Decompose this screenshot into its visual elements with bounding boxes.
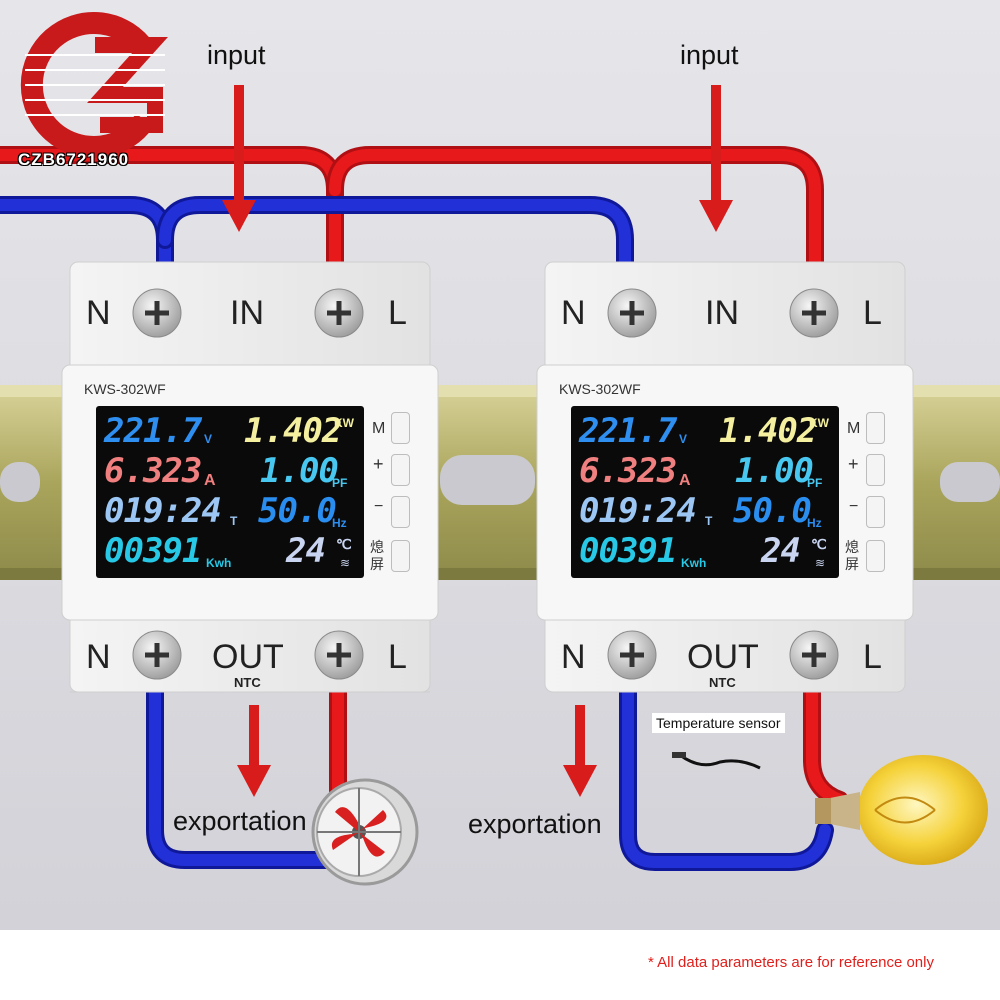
temperature-value: 24 (761, 531, 801, 571)
energy-meter-right: N IN L KWS-302WF 221.7 V 1.402 KW 6.323 … (545, 262, 905, 692)
terminal-n-top: N (561, 294, 586, 332)
minus-button-label: − (374, 498, 384, 515)
power-value: 1.402 (244, 411, 342, 451)
pf-value: 1.00 (735, 451, 814, 491)
screen-off-button[interactable] (866, 540, 885, 572)
pf-unit: PF (807, 476, 823, 490)
power-value: 1.402 (719, 411, 817, 451)
terminal-ntc: NTC (234, 675, 261, 690)
flow-arrows (222, 85, 733, 797)
m-button[interactable] (866, 412, 885, 444)
temperature-value: 24 (286, 531, 326, 571)
input-label-left: input (207, 40, 266, 70)
energy-value: 00391 (579, 531, 677, 571)
reference-footnote: * All data parameters are for reference … (648, 954, 934, 971)
time-value: 019:24 (104, 491, 222, 531)
terminal-in: IN (705, 294, 739, 332)
lcd-display: 221.7 V 1.402 KW 6.323 A 1.00 PF 019:24 … (96, 406, 364, 578)
minus-button[interactable] (391, 496, 410, 528)
exportation-label-right: exportation (468, 809, 602, 839)
plus-button-label: + (373, 454, 384, 474)
power-unit: KW (334, 416, 354, 430)
energy-unit: Kwh (206, 556, 232, 570)
power-unit: KW (809, 416, 829, 430)
current-value: 6.323 (104, 451, 202, 491)
screen-off-label-bottom: 屏 (370, 556, 384, 572)
terminal-in: IN (230, 294, 264, 332)
temperature-unit: ℃ (811, 536, 827, 552)
temperature-sensor-label: Temperature sensor (652, 713, 785, 733)
input-label-right: input (680, 40, 739, 70)
energy-unit: Kwh (681, 556, 707, 570)
wires (0, 146, 849, 871)
frequency-unit: Hz (807, 516, 822, 530)
current-unit: A (679, 472, 691, 489)
screen-off-button[interactable] (391, 540, 410, 572)
voltage-value: 221.7 (104, 411, 202, 451)
plus-button[interactable] (866, 454, 885, 486)
terminal-n-bottom: N (561, 638, 586, 676)
time-unit: T (230, 514, 238, 528)
minus-button-label: − (849, 498, 859, 515)
screen-off-label-top: 熄 (370, 539, 384, 555)
frequency-value: 50.0 (733, 491, 812, 531)
m-button-label: M (372, 420, 386, 437)
terminal-l-top: L (863, 294, 882, 332)
temperature-unit: ℃ (336, 536, 352, 552)
model-name: KWS-302WF (84, 381, 166, 397)
model-name: KWS-302WF (559, 381, 641, 397)
m-button[interactable] (391, 412, 410, 444)
terminal-l-bottom: L (388, 638, 407, 676)
wifi-icon: ≋ (815, 556, 826, 570)
brand-watermark: CZB6721960 (18, 150, 130, 169)
screen-off-label-top: 熄 (845, 539, 859, 555)
m-button-label: M (847, 420, 861, 437)
terminal-n-bottom: N (86, 638, 111, 676)
temperature-probe-icon (672, 752, 761, 770)
terminal-screws (132, 288, 839, 680)
time-unit: T (705, 514, 713, 528)
screen-off-label-bottom: 屏 (845, 556, 859, 572)
time-value: 019:24 (579, 491, 697, 531)
exportation-label-left: exportation (173, 806, 307, 836)
pf-value: 1.00 (260, 451, 339, 491)
minus-button[interactable] (866, 496, 885, 528)
voltage-unit: V (204, 432, 213, 446)
pf-unit: PF (332, 476, 348, 490)
wifi-icon: ≋ (340, 556, 351, 570)
lcd-display: 221.7 V 1.402 KW 6.323 A 1.00 PF 019:24 … (571, 406, 839, 578)
terminal-l-bottom: L (863, 638, 882, 676)
voltage-unit: V (679, 432, 688, 446)
current-value: 6.323 (579, 451, 677, 491)
terminal-out: OUT (212, 638, 284, 676)
fan-icon (311, 778, 419, 886)
brand-logo-icon (20, 12, 168, 158)
terminal-n-top: N (86, 294, 111, 332)
energy-meter-left: N IN L KWS-302WF 221.7 V 1.402 KW 6.323 … (70, 262, 430, 692)
plus-button-label: + (848, 454, 859, 474)
voltage-value: 221.7 (579, 411, 677, 451)
terminal-out: OUT (687, 638, 759, 676)
energy-value: 00391 (104, 531, 202, 571)
plus-button[interactable] (391, 454, 410, 486)
terminal-l-top: L (388, 294, 407, 332)
frequency-value: 50.0 (258, 491, 337, 531)
light-bulb-icon (815, 755, 988, 865)
frequency-unit: Hz (332, 516, 347, 530)
current-unit: A (204, 472, 216, 489)
terminal-ntc: NTC (709, 675, 736, 690)
